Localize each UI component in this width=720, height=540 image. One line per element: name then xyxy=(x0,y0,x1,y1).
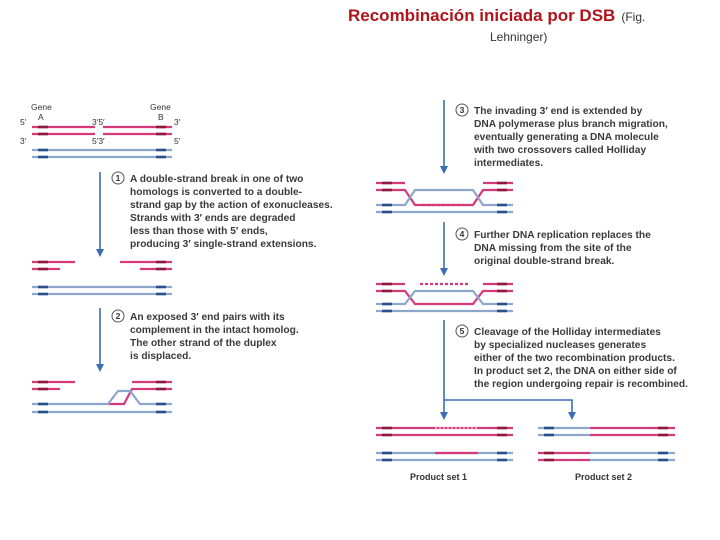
step-4-line-3: original double-strand break. xyxy=(474,256,615,267)
step-1-badge xyxy=(111,171,125,185)
step-3-line-2: DNA polymerase plus branch migration, xyxy=(474,119,668,130)
step-2-badge xyxy=(111,309,125,323)
step-5-badge xyxy=(455,324,469,338)
step-5-line-3: either of the two recombination products… xyxy=(474,353,675,364)
five-prime-label: 5′ xyxy=(20,117,27,127)
double-holliday-junction xyxy=(376,282,513,313)
gene-a-label: Gene xyxy=(31,102,52,112)
step-5-line-2: by specialized nucleases generates xyxy=(474,340,646,351)
title-line: Recombinación iniciada por DSB (Fig. xyxy=(348,6,645,26)
product-set-2-label: Product set 2 xyxy=(575,472,632,482)
step-3-badge xyxy=(455,103,469,117)
strand-invasion xyxy=(32,380,172,414)
step-5-line-1: Cleavage of the Holliday intermediates xyxy=(474,327,661,338)
break-label-top: 3′5′ xyxy=(92,117,105,127)
step-3: 3 The invading 3′ end is extended by DNA… xyxy=(455,103,668,169)
step-3-line-3: eventually generating a DNA molecule xyxy=(474,132,659,143)
five-prime-label-bottom: 5′ xyxy=(174,136,181,146)
step-5-line-5: the region undergoing repair is recombin… xyxy=(474,379,688,390)
product-set-1-label: Product set 1 xyxy=(410,472,467,482)
step-2-line-1: An exposed 3′ end pairs with its xyxy=(130,312,285,323)
step-4-number: 4 xyxy=(460,229,465,239)
gene-b-letter: B xyxy=(158,112,164,122)
product-set-2-strands xyxy=(538,426,675,462)
step-1: 1 A double-strand break in one of two ho… xyxy=(111,171,333,250)
step-3-number: 3 xyxy=(460,105,465,115)
figure-source: Lehninger) xyxy=(490,30,548,44)
step-1-line-5: less than those with 5′ ends, xyxy=(130,226,268,237)
step-2-line-3: The other strand of the duplex xyxy=(130,338,277,349)
step-2-line-2: complement in the intact homolog. xyxy=(130,325,299,336)
step-4-line-1: Further DNA replication replaces the xyxy=(474,230,651,241)
step-3-line-4: with two crossovers called Holliday xyxy=(473,145,646,156)
step-1-number: 1 xyxy=(116,173,121,183)
step-2-line-4: is displaced. xyxy=(130,351,191,362)
step-1-line-6: producing 3′ single-strand extensions. xyxy=(130,239,317,250)
gene-a-letter: A xyxy=(38,112,44,122)
step-2-number: 2 xyxy=(116,311,121,321)
figure-reference: (Fig. xyxy=(621,10,646,24)
holliday-structure xyxy=(376,181,513,214)
step-4-line-2: DNA missing from the site of the xyxy=(474,243,632,254)
initial-duplexes: Gene A Gene B 5′ 3′5′ 3′ 3′ 5′3′ 5′ xyxy=(20,102,181,159)
step-1-line-4: Strands with 3′ ends are degraded xyxy=(130,213,296,224)
step-3-line-1: The invading 3′ end is extended by xyxy=(474,106,643,117)
step-5-number: 5 xyxy=(460,326,465,336)
step-5-line-4: In product set 2, the DNA on either side… xyxy=(474,366,677,377)
step-2: 2 An exposed 3′ end pairs with its compl… xyxy=(111,309,299,362)
break-label-bottom: 5′3′ xyxy=(92,136,105,146)
step-5: 5 Cleavage of the Holliday intermediates… xyxy=(455,324,688,390)
step-3-line-5: intermediates. xyxy=(474,158,543,169)
three-prime-label-bottom: 3′ xyxy=(20,136,27,146)
three-prime-label: 3′ xyxy=(174,117,181,127)
step-1-line-1: A double-strand break in one of two xyxy=(130,174,303,185)
product-set-1-strands xyxy=(376,426,513,462)
step-4: 4 Further DNA replication replaces the D… xyxy=(455,227,651,267)
step-5-arrow-right xyxy=(444,399,576,420)
step-4-badge xyxy=(455,227,469,241)
step-1-line-3: strand gap by the action of exonucleases… xyxy=(130,200,333,211)
step-1-line-2: homologs is converted to a double- xyxy=(130,187,302,198)
gapped-duplex xyxy=(32,260,172,296)
gene-b-label: Gene xyxy=(150,102,171,112)
slide-title: Recombinación iniciada por DSB xyxy=(348,6,616,25)
